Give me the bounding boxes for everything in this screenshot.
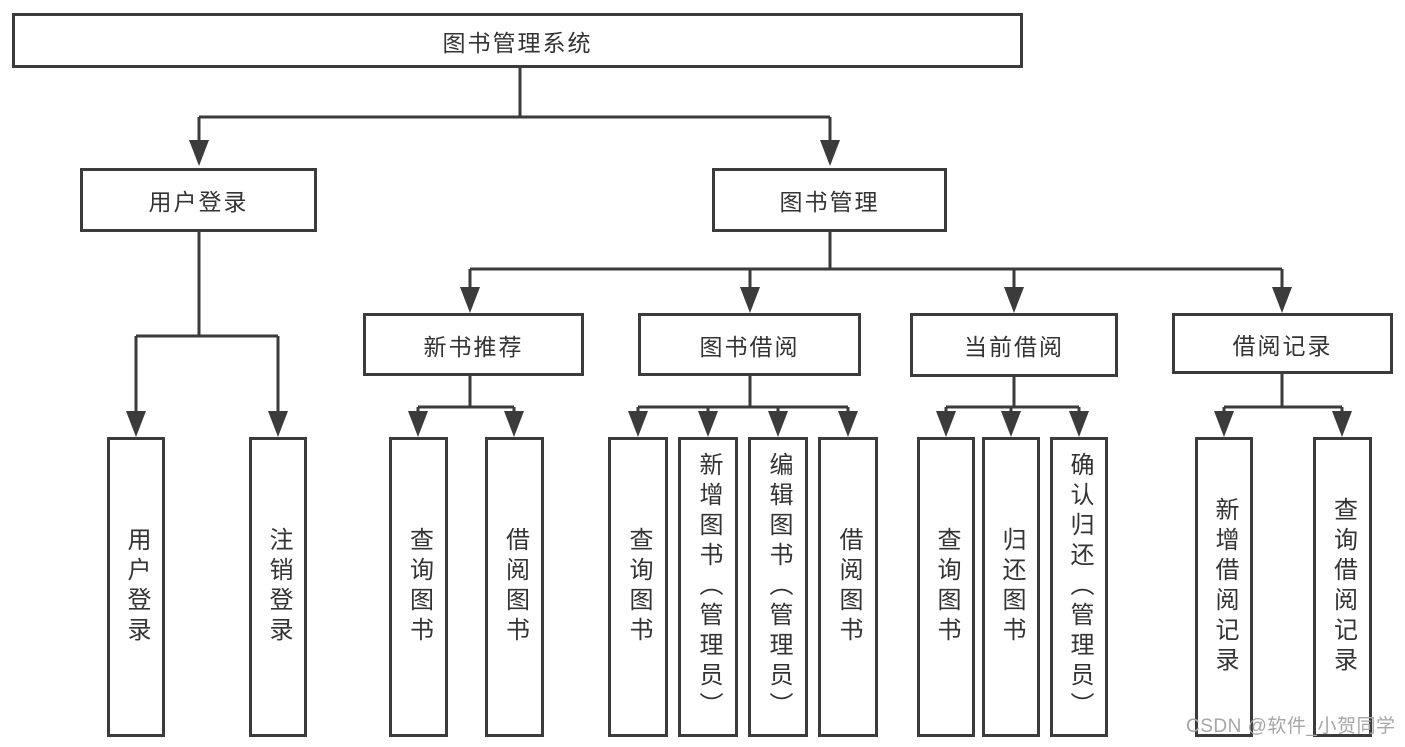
node-book-management: 图书管理 bbox=[712, 168, 947, 232]
leaf-query-book-recommend: 查询图书 bbox=[389, 437, 448, 737]
leaf-query-book-current: 查询图书 bbox=[917, 437, 975, 737]
leaf-query-borrow-record: 查询借阅记录 bbox=[1313, 437, 1372, 737]
leaf-add-book-admin: 新增图书（管理员） bbox=[678, 437, 738, 737]
node-library-system: 图书管理系统 bbox=[12, 13, 1023, 68]
leaf-edit-book-admin: 编辑图书（管理员） bbox=[748, 437, 808, 737]
leaf-user-login: 用户登录 bbox=[107, 437, 165, 737]
node-borrow-records: 借阅记录 bbox=[1172, 313, 1393, 374]
watermark: CSDN @软件_小贺同学 bbox=[1186, 716, 1396, 737]
node-new-book-recommend: 新书推荐 bbox=[363, 313, 584, 376]
node-current-borrow: 当前借阅 bbox=[910, 313, 1118, 377]
leaf-return-book: 归还图书 bbox=[982, 437, 1040, 737]
leaf-borrow-book-recommend: 借阅图书 bbox=[485, 437, 544, 737]
leaf-borrow-book: 借阅图书 bbox=[818, 437, 878, 737]
leaf-confirm-return-admin: 确认归还（管理员） bbox=[1050, 437, 1108, 737]
leaf-add-borrow-record: 新增借阅记录 bbox=[1195, 437, 1253, 737]
node-book-borrow: 图书借阅 bbox=[638, 313, 861, 376]
leaf-query-book-borrow: 查询图书 bbox=[608, 437, 668, 737]
node-user-login: 用户登录 bbox=[80, 168, 317, 232]
leaf-logout: 注销登录 bbox=[249, 437, 307, 737]
